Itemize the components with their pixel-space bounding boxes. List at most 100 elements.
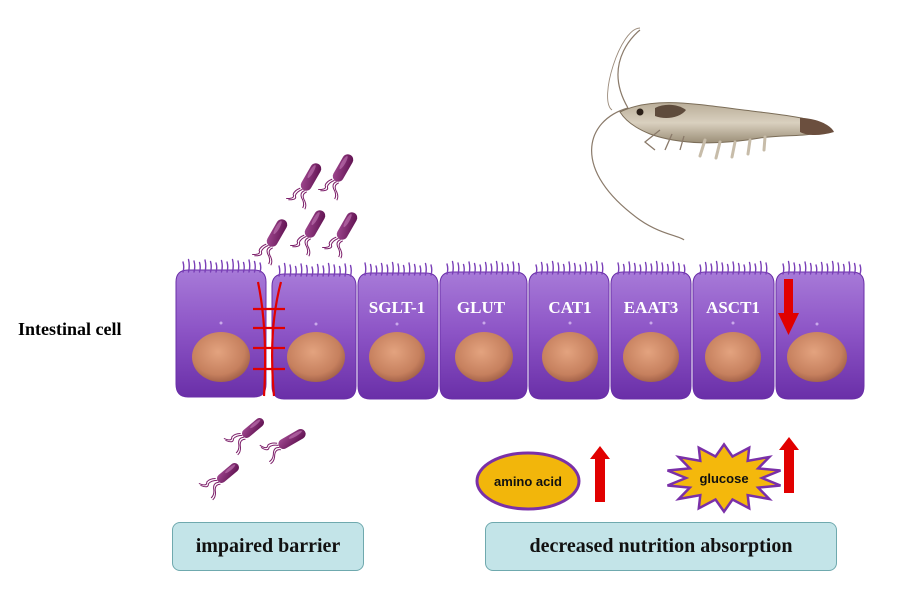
microvillus <box>316 263 319 277</box>
microvillus <box>242 261 245 273</box>
microvillus <box>798 263 801 275</box>
microvillus <box>289 264 292 277</box>
microvillus <box>820 261 823 275</box>
intestinal-cell <box>271 273 357 400</box>
microvillus <box>193 260 196 273</box>
microvillus <box>579 264 582 275</box>
up-arrow <box>590 446 610 502</box>
microvillus <box>430 264 433 276</box>
microvillus <box>364 262 367 276</box>
microvillus <box>424 262 427 276</box>
microvillus <box>182 261 185 273</box>
microvillus <box>748 261 751 275</box>
microvillus <box>468 261 471 275</box>
microvillus <box>344 263 347 277</box>
intestinal-cell <box>775 271 865 400</box>
transporter-label: SGLT-1 <box>369 298 425 317</box>
microvillus <box>562 263 565 275</box>
microvillus <box>402 264 405 276</box>
microvillus <box>551 260 554 275</box>
bacterium <box>286 163 322 210</box>
intestinal-cell <box>439 271 528 400</box>
bacterium <box>198 463 240 501</box>
microvillus <box>311 266 314 277</box>
transporter-label: EAAT3 <box>624 298 678 317</box>
microvillus <box>732 261 735 275</box>
nucleus <box>542 332 598 382</box>
transporter-label: GLUT <box>457 298 506 317</box>
decreased-absorption-label: decreased nutrition absorption <box>529 535 793 557</box>
microvillus <box>517 262 520 275</box>
microvillus <box>322 265 325 277</box>
microvillus <box>672 261 675 275</box>
microvillus <box>826 263 829 275</box>
impaired-barrier-label: impaired barrier <box>195 535 341 557</box>
microvillus <box>704 261 707 275</box>
microvillus <box>397 263 400 276</box>
down-arrow <box>778 279 799 335</box>
microvillus <box>283 262 286 277</box>
microvillus <box>590 263 593 275</box>
microvillus <box>300 263 303 277</box>
up-arrow <box>779 437 799 493</box>
microvillus <box>333 264 336 277</box>
intestinal-cell <box>357 272 439 400</box>
microvillus <box>677 262 680 275</box>
microvillus <box>512 261 515 275</box>
cell-dots <box>219 321 819 326</box>
microvillus <box>683 264 686 275</box>
microvillus <box>446 263 449 275</box>
nucleus <box>287 332 345 382</box>
microvillus <box>204 259 207 273</box>
microvillus <box>655 260 658 275</box>
impaired-barrier-box: impaired barrier <box>172 522 364 571</box>
bacterium <box>318 154 354 201</box>
microvillus <box>710 263 713 275</box>
nucleus <box>455 332 513 382</box>
transporter-labels: SGLT-1 GLUT CAT1 EAAT3 ASCT1 <box>369 298 760 317</box>
microvillus <box>568 261 571 275</box>
microvillus <box>237 260 240 273</box>
microvillus <box>294 265 297 277</box>
microvillus <box>479 264 482 275</box>
microvillus <box>391 261 394 276</box>
nucleus <box>623 332 679 382</box>
microvillus <box>462 263 465 275</box>
microvillus <box>349 264 352 277</box>
intestinal-cell <box>610 271 692 400</box>
microvillus <box>793 262 796 275</box>
intestinal-cell <box>528 271 610 400</box>
microvillus <box>853 262 856 275</box>
microvillus <box>451 260 454 275</box>
microvillus <box>419 265 422 276</box>
microvillus <box>457 262 460 275</box>
microvillus <box>546 263 549 275</box>
microvillus <box>278 265 281 277</box>
microvillus <box>506 263 509 275</box>
microvillus <box>628 261 631 275</box>
nucleus <box>705 332 761 382</box>
microvillus <box>754 263 757 275</box>
microvillus <box>831 260 834 275</box>
bacterium <box>322 212 358 259</box>
broken-tight-junction <box>253 281 285 397</box>
intestinal-epithelium <box>175 269 865 400</box>
intestinal-cell <box>692 271 775 400</box>
microvillus <box>557 262 560 275</box>
microvillus <box>573 262 576 275</box>
bacterium <box>252 219 288 266</box>
transporter-label: CAT1 <box>548 298 591 317</box>
microvillus <box>721 262 724 275</box>
microvillus <box>617 262 620 275</box>
shrimp-illustration <box>591 27 834 241</box>
microvillus <box>661 262 664 275</box>
microvillus <box>375 265 378 276</box>
bacterium <box>223 418 265 456</box>
microvillus <box>484 261 487 275</box>
microvillus <box>737 262 740 275</box>
microvillus <box>215 262 218 273</box>
microvillus <box>787 260 790 275</box>
amino-acid-label: amino acid <box>494 474 562 489</box>
microvillus <box>259 262 262 273</box>
